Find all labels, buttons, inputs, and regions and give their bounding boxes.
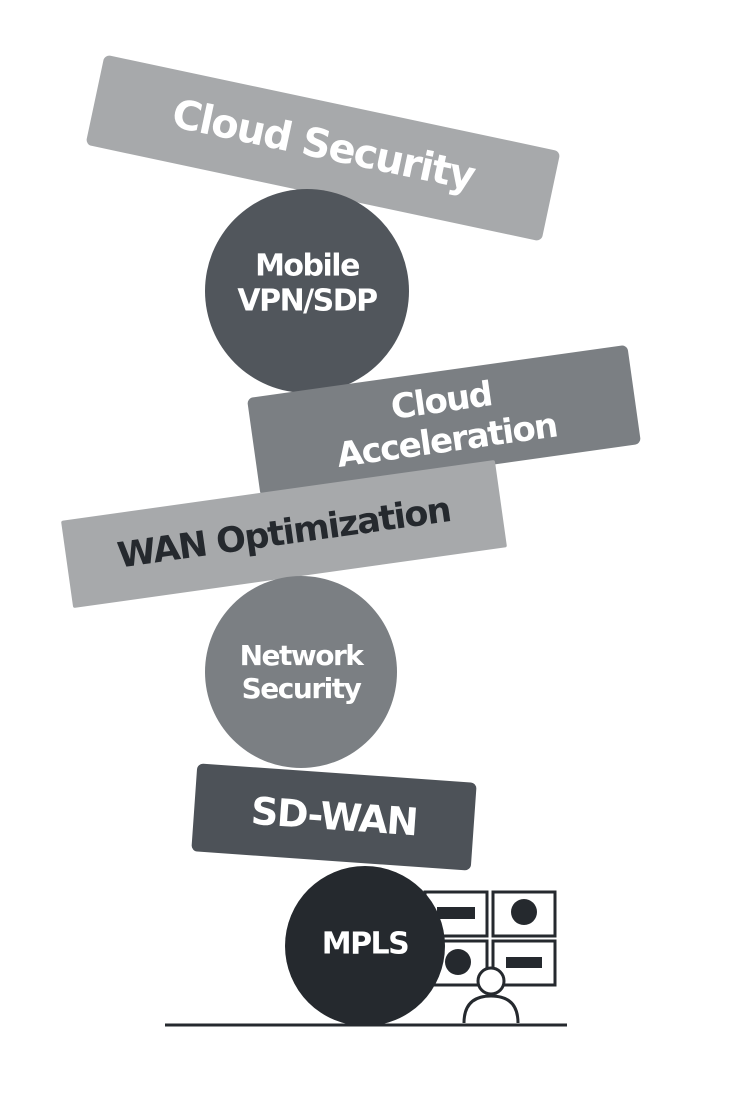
wan-optimization-plank [61, 460, 507, 608]
cloud-acceleration-plank [247, 345, 641, 497]
monitor-bar [437, 907, 475, 919]
cloud-security-plank [86, 55, 560, 241]
network-security-ball [205, 576, 397, 768]
person-body [462, 994, 520, 1024]
person-at-monitors-icon [423, 890, 557, 1024]
sd-wan-plank [191, 763, 477, 871]
monitor-bar [506, 957, 542, 968]
mpls-label: MPLS [321, 926, 410, 962]
mobile-vpn-sdp-label: Mobile VPN/SDP [237, 248, 378, 319]
mpls-ball [285, 866, 445, 1026]
mobile-vpn-sdp-ball [205, 189, 409, 393]
person-head [476, 966, 506, 996]
monitor-dot [445, 949, 471, 975]
monitor-dot [511, 899, 537, 925]
network-security-label: Network Security [239, 638, 364, 705]
